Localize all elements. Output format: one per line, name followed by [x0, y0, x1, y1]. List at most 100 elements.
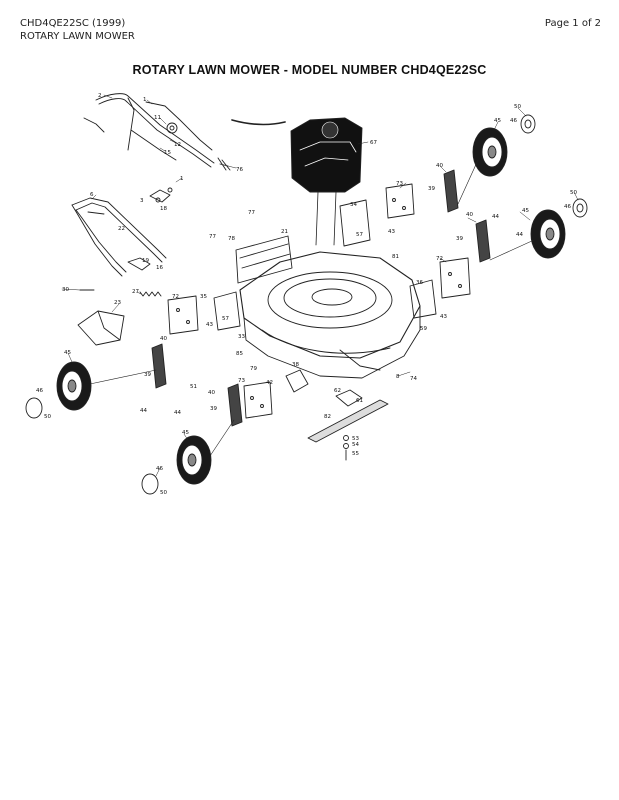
hubcap-front-lower: [141, 473, 159, 495]
blade-adapter-61: [335, 389, 363, 407]
upper-handle: [83, 93, 215, 168]
callout-18: 18: [160, 206, 167, 212]
height-bracket-73-lower: [243, 381, 273, 419]
page-indicator: Page 1 of 2: [544, 18, 601, 29]
callout-61: 61: [356, 398, 363, 404]
hubcap-upper: [520, 114, 536, 134]
callout-78: 78: [228, 236, 235, 242]
callout-57: 57: [356, 232, 363, 238]
callout-21: 21: [281, 229, 288, 235]
callout-43c: 43: [206, 322, 213, 328]
adjuster-lever-left: [151, 343, 167, 389]
wheel-front-left: [56, 361, 92, 411]
callout-39b: 39: [456, 236, 463, 242]
callout-77a: 77: [248, 210, 255, 216]
callout-36: 36: [416, 280, 423, 286]
rear-baffle: [235, 235, 293, 284]
callout-30: 30: [62, 287, 69, 293]
callout-55: 55: [352, 451, 359, 457]
callout-53: 53: [352, 436, 359, 442]
callout-labels: 2 1 11 12 15 76 67 1 3 18 6 22 19 16 77 …: [36, 93, 577, 496]
callout-59: 59: [420, 326, 427, 332]
callout-39c: 39: [144, 372, 151, 378]
callout-46d: 46: [156, 466, 163, 472]
front-right-bracket-34: [339, 199, 371, 247]
callout-82: 82: [324, 414, 331, 420]
callout-62: 62: [334, 388, 341, 394]
document-header-left: CHD4QE22SC (1999) ROTARY LAWN MOWER: [20, 17, 135, 43]
callout-33: 33: [238, 334, 245, 340]
adjuster-lever-upper-right: [443, 169, 459, 213]
callout-27: 27: [132, 289, 139, 295]
model-year-text: CHD4QE22SC (1999): [20, 18, 126, 29]
callout-42: 42: [266, 380, 273, 386]
spring-27: [139, 291, 162, 297]
wheel-rear-right-upper: [472, 127, 508, 177]
callout-73a: 73: [396, 181, 403, 187]
callout-45d: 45: [182, 430, 189, 436]
callout-39d: 39: [210, 406, 217, 412]
callout-50b: 50: [570, 190, 577, 196]
callout-40d: 40: [208, 390, 215, 396]
callout-8: 8: [396, 374, 400, 380]
cutting-blade-82: [307, 399, 389, 443]
callout-81: 81: [392, 254, 399, 260]
height-bracket-72-left: [167, 295, 199, 335]
callout-45c: 45: [64, 350, 71, 356]
callout-22: 22: [118, 226, 125, 232]
callout-73b: 73: [238, 378, 245, 384]
callout-11: 11: [154, 115, 161, 121]
axle-plate-35: [213, 291, 241, 331]
callout-1b: 1: [180, 176, 184, 182]
handle-bracket-19: [127, 257, 151, 271]
callout-40b: 40: [466, 212, 473, 218]
callout-50d: 50: [160, 490, 167, 496]
callout-43b: 43: [440, 314, 447, 320]
height-bracket-72-right: [439, 257, 471, 299]
callout-40c: 40: [160, 336, 167, 342]
callout-67: 67: [370, 140, 377, 146]
callout-1: 1: [143, 97, 147, 103]
leader-lines: [61, 94, 579, 477]
product-name-text: ROTARY LAWN MOWER: [20, 31, 135, 42]
callout-2: 2: [98, 93, 102, 99]
callout-54: 54: [352, 442, 359, 448]
callout-45b: 45: [522, 208, 529, 214]
callout-57b: 57: [222, 316, 229, 322]
handle-bolt-76: [217, 157, 231, 171]
hubcap-front-left: [25, 397, 43, 419]
axle-lines: [89, 159, 535, 457]
callout-38: 38: [292, 362, 299, 368]
callout-72a: 72: [436, 256, 443, 262]
mower-deck: [239, 251, 421, 379]
callout-12: 12: [174, 142, 181, 148]
callout-44d: 44: [174, 410, 181, 416]
diagram-title: ROTARY LAWN MOWER - MODEL NUMBER CHD4QE2…: [132, 63, 487, 77]
callout-35: 35: [200, 294, 207, 300]
callout-15: 15: [164, 150, 171, 156]
callout-34: 34: [350, 202, 357, 208]
callout-77b: 77: [209, 234, 216, 240]
callout-40a: 40: [436, 163, 443, 169]
wheel-rear-right: [530, 209, 566, 259]
axle-plate-36: [409, 279, 437, 319]
callout-44b: 44: [516, 232, 523, 238]
control-cable: [231, 119, 286, 126]
handle-clamp-3: [149, 187, 173, 203]
callout-74: 74: [410, 376, 417, 382]
adjuster-lever-right: [475, 219, 491, 263]
callout-46a: 46: [510, 118, 517, 124]
callout-44c: 44: [140, 408, 147, 414]
adjuster-lever-lower: [227, 383, 243, 427]
parts-exploded-diagram: 2 1 11 12 15 76 67 1 3 18 6 22 19 16 77 …: [25, 93, 588, 496]
wheel-front-lower: [176, 435, 212, 485]
callout-50c: 50: [44, 414, 51, 420]
callout-16: 16: [156, 265, 163, 271]
grass-deflector: [77, 310, 125, 346]
callout-46b: 46: [564, 204, 571, 210]
callout-45a: 45: [494, 118, 501, 124]
callout-46c: 46: [36, 388, 43, 394]
callout-79: 79: [250, 366, 257, 372]
callout-50a: 50: [514, 104, 521, 110]
engine: [290, 117, 363, 246]
